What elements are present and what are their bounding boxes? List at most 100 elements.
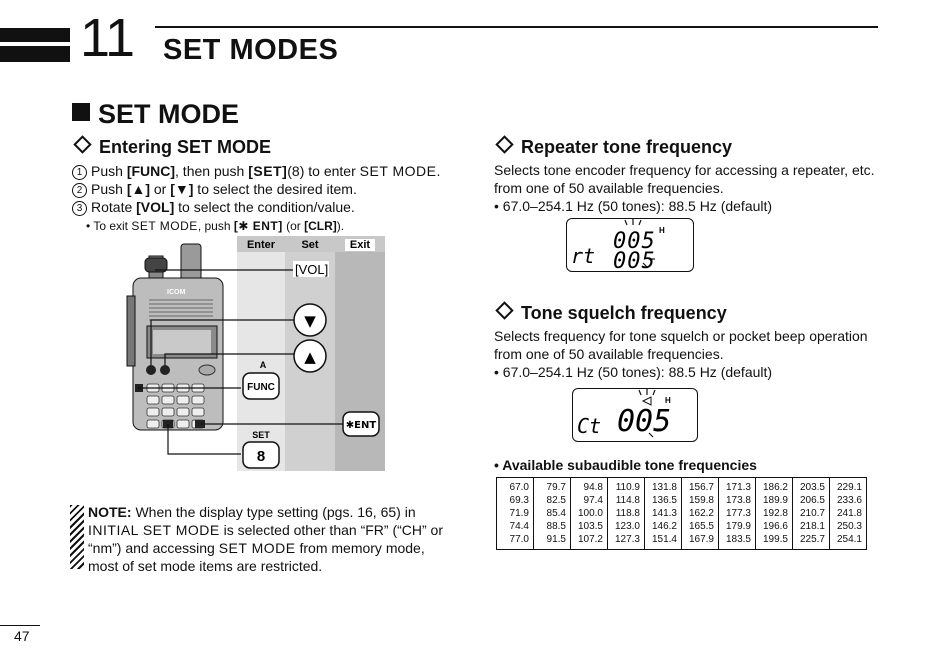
- vol-label: [VOL]: [295, 262, 328, 277]
- tone-cell: 183.5: [718, 533, 756, 550]
- tone-cell: 159.8: [681, 494, 719, 507]
- tone-cell: 67.0: [496, 477, 534, 494]
- up-key: [293, 339, 327, 373]
- func-key: [242, 372, 280, 400]
- down-key: [293, 303, 327, 337]
- tone-cell: 173.8: [718, 494, 756, 507]
- chapter-number: 11: [80, 8, 135, 68]
- func-key-label: FUNC: [247, 382, 275, 393]
- tone-cell: 210.7: [792, 507, 830, 520]
- tone-cell: 123.0: [607, 520, 645, 533]
- tone-cell: 94.8: [570, 477, 608, 494]
- tone-cell: 199.5: [755, 533, 793, 550]
- repeater-desc-1: Selects tone encoder frequency for acces…: [494, 162, 875, 178]
- tone-cell: 156.7: [681, 477, 719, 494]
- up-arrow-icon: ▲: [304, 348, 316, 366]
- repeater-lcd-bottom: 005: [613, 249, 656, 271]
- tone-squelch-section: Tone squelch frequency Selects frequency…: [494, 301, 894, 381]
- brand-logo: ICOM: [167, 289, 185, 296]
- tone-cell: 136.5: [644, 494, 682, 507]
- tone-cell: 127.3: [607, 533, 645, 550]
- tone-cell: 162.2: [681, 507, 719, 520]
- column-label-enter: Enter: [247, 239, 276, 251]
- entering-heading: Entering SET MODE: [72, 135, 472, 158]
- tone-cell: 146.2: [644, 520, 682, 533]
- tone-cell: 77.0: [496, 533, 534, 550]
- diamond-bullet-icon: [495, 301, 514, 320]
- tone-cell: 82.5: [533, 494, 571, 507]
- tone-cell: 196.6: [755, 520, 793, 533]
- column-label-exit: Exit: [350, 239, 371, 251]
- radio-illustration: Enter Set Exit: [125, 236, 387, 476]
- tone-cell: 131.8: [644, 477, 682, 494]
- chapter-title: SET MODES: [163, 34, 339, 66]
- repeater-heading: Repeater tone frequency: [494, 135, 894, 158]
- set-key-number: 8: [257, 448, 265, 465]
- tone-cell: 141.3: [644, 507, 682, 520]
- repeater-lcd-mode: rt: [571, 244, 595, 268]
- tone-cell: 118.8: [607, 507, 645, 520]
- tone-cell: 69.3: [496, 494, 534, 507]
- tone-cell: 179.9: [718, 520, 756, 533]
- repeater-lcd: H rt 005 005: [566, 218, 694, 274]
- repeater-tone-section: Repeater tone frequency Selects tone enc…: [494, 135, 894, 215]
- tone-cell: 250.3: [829, 520, 867, 533]
- tone-cell: 192.8: [755, 507, 793, 520]
- exit-note: • To exit SET MODE, push [✱ ENT] (or [CL…: [86, 219, 345, 233]
- section-title: SET MODE: [72, 98, 239, 130]
- tone-cell: 91.5: [533, 533, 571, 550]
- tone-cell: 71.9: [496, 507, 534, 520]
- tsql-lcd-main: 005: [617, 404, 671, 439]
- tone-cell: 110.9: [607, 477, 645, 494]
- set-key: [242, 441, 280, 469]
- tone-cell: 165.5: [681, 520, 719, 533]
- note-hatch-icon: [70, 505, 84, 569]
- tone-cell: 189.9: [755, 494, 793, 507]
- tsql-desc-2: from one of 50 available frequencies.: [494, 346, 724, 362]
- tone-cell: 103.5: [570, 520, 608, 533]
- diamond-bullet-icon: [73, 135, 92, 154]
- ent-key: [342, 411, 380, 437]
- tone-cell: 177.3: [718, 507, 756, 520]
- down-arrow-icon: ▼: [304, 312, 316, 330]
- repeater-lcd-h: H: [659, 226, 665, 235]
- set-key-caption: SET: [252, 430, 270, 440]
- radio-diagram: Enter Set Exit: [126, 236, 385, 471]
- radio-body: ICOM: [126, 243, 224, 431]
- tsql-lcd-h: H: [665, 396, 671, 405]
- tone-cell: 114.8: [607, 494, 645, 507]
- ent-key-label: ✱ENT: [346, 420, 377, 431]
- repeater-desc-2: from one of 50 available frequencies.: [494, 180, 724, 196]
- tone-cell: 254.1: [829, 533, 867, 550]
- diamond-bullet-icon: [495, 135, 514, 154]
- tone-cell: 74.4: [496, 520, 534, 533]
- tone-cell: 225.7: [792, 533, 830, 550]
- tone-cell: 171.3: [718, 477, 756, 494]
- tone-cell: 167.9: [681, 533, 719, 550]
- tsql-range: • 67.0–254.1 Hz (50 tones): 88.5 Hz (def…: [494, 364, 773, 380]
- tone-cell: 206.5: [792, 494, 830, 507]
- tones-heading: • Available subaudible tone frequencies: [494, 457, 757, 473]
- tsql-heading: Tone squelch frequency: [494, 301, 894, 324]
- tone-cell: 203.5: [792, 477, 830, 494]
- chapter-rule: [155, 26, 878, 28]
- chapter-tab-bar: [0, 28, 70, 62]
- column-label-set: Set: [301, 239, 318, 251]
- tone-cell: 241.8: [829, 507, 867, 520]
- repeater-range: • 67.0–254.1 Hz (50 tones): 88.5 Hz (def…: [494, 198, 773, 214]
- section-title-text: SET MODE: [98, 99, 240, 129]
- func-arrow-label: A: [260, 360, 267, 370]
- tone-cell: 100.0: [570, 507, 608, 520]
- tone-cell: 88.5: [533, 520, 571, 533]
- tone-cell: 97.4: [570, 494, 608, 507]
- tone-cell: 107.2: [570, 533, 608, 550]
